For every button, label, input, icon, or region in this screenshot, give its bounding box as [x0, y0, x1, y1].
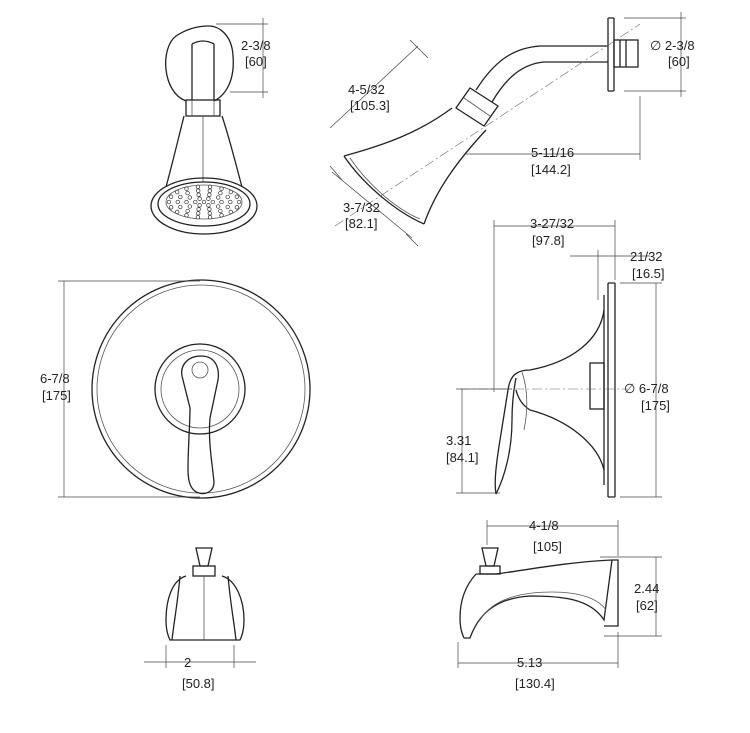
dim-spout-front-width: 2 [50.8] — [144, 645, 256, 691]
valve-trim-front-view — [91, 279, 311, 499]
spray-hole — [197, 203, 202, 208]
dim-text-metric: [60] — [668, 54, 690, 69]
spray-hole — [185, 190, 190, 196]
spray-hole — [175, 189, 180, 195]
dim-shower-head-front-width: 2-3/8 [60] — [216, 18, 271, 98]
dim-text-metric: [175] — [42, 388, 71, 403]
spray-hole — [206, 196, 211, 201]
spray-hole — [207, 188, 212, 193]
spray-hole — [228, 189, 233, 195]
valve-trim-side-view — [460, 282, 628, 498]
dim-text: 5.13 — [517, 655, 542, 670]
dim-text: 2-3/8 — [241, 38, 271, 53]
dim-text-metric: [60] — [245, 54, 267, 69]
spray-hole — [206, 203, 211, 208]
dim-text-metric: [62] — [636, 598, 658, 613]
spray-hole — [166, 199, 172, 205]
spray-hole — [216, 195, 221, 200]
spray-hole — [185, 208, 190, 214]
dim-spout-total-length: 5.13 [130.4] — [457, 632, 619, 691]
dim-text: 4-5/32 — [348, 82, 385, 97]
dim-text: 4-1/8 — [529, 518, 559, 533]
spray-hole — [207, 215, 213, 220]
dim-text-metric: [105] — [533, 539, 562, 554]
dim-escutcheon-depth: 21/32 [16.5] — [570, 249, 665, 300]
dim-text: ∅ 6-7/8 — [624, 381, 669, 396]
dim-shower-head-face: 3-7/32 [82.1] — [329, 165, 419, 247]
dim-shower-head-height: 4-5/32 [105.3] — [329, 39, 429, 129]
dim-shower-arm-reach: 5-11/16 [144.2] — [466, 96, 641, 177]
dim-text: ∅ 2-3/8 — [650, 38, 695, 53]
dim-escutcheon-side-dia: ∅ 6-7/8 [175] — [620, 282, 670, 498]
dim-text-metric: [50.8] — [182, 676, 215, 691]
spray-hole — [219, 186, 224, 191]
spray-hole — [210, 199, 215, 205]
dim-text-metric: [175] — [641, 398, 670, 413]
spray-hole — [193, 199, 198, 205]
dim-text: 2 — [184, 655, 191, 670]
spray-hole — [196, 211, 201, 216]
spray-hole — [197, 196, 202, 201]
spray-hole — [175, 209, 180, 215]
spray-hole — [201, 199, 207, 205]
spray-hole — [218, 208, 223, 214]
spray-hole — [195, 215, 201, 220]
spray-hole — [234, 205, 240, 210]
spray-hole — [207, 192, 212, 197]
spray-hole — [187, 204, 192, 209]
dim-text-metric: [105.3] — [350, 98, 390, 113]
spray-hole — [228, 199, 233, 205]
spray-hole — [168, 205, 174, 210]
spray-nozzle-holes — [166, 184, 242, 220]
spray-hole — [228, 209, 233, 215]
dim-text-metric: [97.8] — [532, 233, 565, 248]
tub-spout-side-view — [459, 547, 619, 639]
spray-hole — [234, 194, 240, 199]
spray-hole — [216, 204, 221, 209]
spray-hole — [196, 207, 201, 212]
spray-hole — [207, 207, 212, 212]
spray-hole — [184, 199, 189, 205]
shower-head-front-view — [150, 25, 258, 235]
spray-hole — [207, 184, 213, 189]
spray-hole — [184, 213, 189, 218]
dim-handle-projection: 3-27/32 [97.8] — [493, 216, 616, 392]
shower-head-side-view — [334, 17, 641, 227]
dim-text: 2.44 — [634, 581, 659, 596]
spray-hole — [207, 211, 212, 216]
spray-hole — [195, 184, 201, 189]
dim-text-metric: [82.1] — [345, 216, 378, 231]
spray-hole — [218, 190, 223, 196]
dim-text-metric: [144.2] — [531, 162, 571, 177]
dim-shower-arm-flange-dia: ∅ 2-3/8 [60] — [624, 12, 695, 97]
dim-text: 6-7/8 — [40, 371, 70, 386]
dim-text-metric: [16.5] — [632, 266, 665, 281]
spray-hole — [225, 204, 230, 210]
dim-text: 5-11/16 — [531, 145, 574, 160]
tub-spout-front-view — [165, 547, 245, 641]
dim-text-metric: [84.1] — [446, 450, 479, 465]
spray-hole — [196, 192, 201, 197]
spray-hole — [187, 195, 192, 200]
dim-text: 3-7/32 — [343, 200, 380, 215]
dim-handle-length: 3.31 [84.1] — [446, 388, 512, 494]
spray-hole — [236, 199, 242, 205]
dim-spout-height: 2.44 [62] — [600, 556, 662, 637]
dim-escutcheon-front-dia: 6-7/8 [175] — [40, 280, 200, 498]
dim-text: 3.31 — [446, 433, 471, 448]
spray-hole — [184, 186, 189, 191]
spray-hole — [175, 199, 180, 205]
spray-hole — [178, 204, 183, 210]
spray-hole — [178, 194, 183, 200]
spray-hole — [168, 194, 174, 199]
spray-hole — [219, 199, 224, 205]
spray-hole — [225, 194, 230, 200]
spray-hole — [219, 213, 224, 218]
dim-text-metric: [130.4] — [515, 676, 555, 691]
spray-hole — [196, 188, 201, 193]
dim-text: 3-27/32 — [530, 216, 574, 231]
dim-text: 21/32 — [630, 249, 663, 264]
dim-spout-body-length: 4-1/8 [105] — [486, 518, 619, 556]
